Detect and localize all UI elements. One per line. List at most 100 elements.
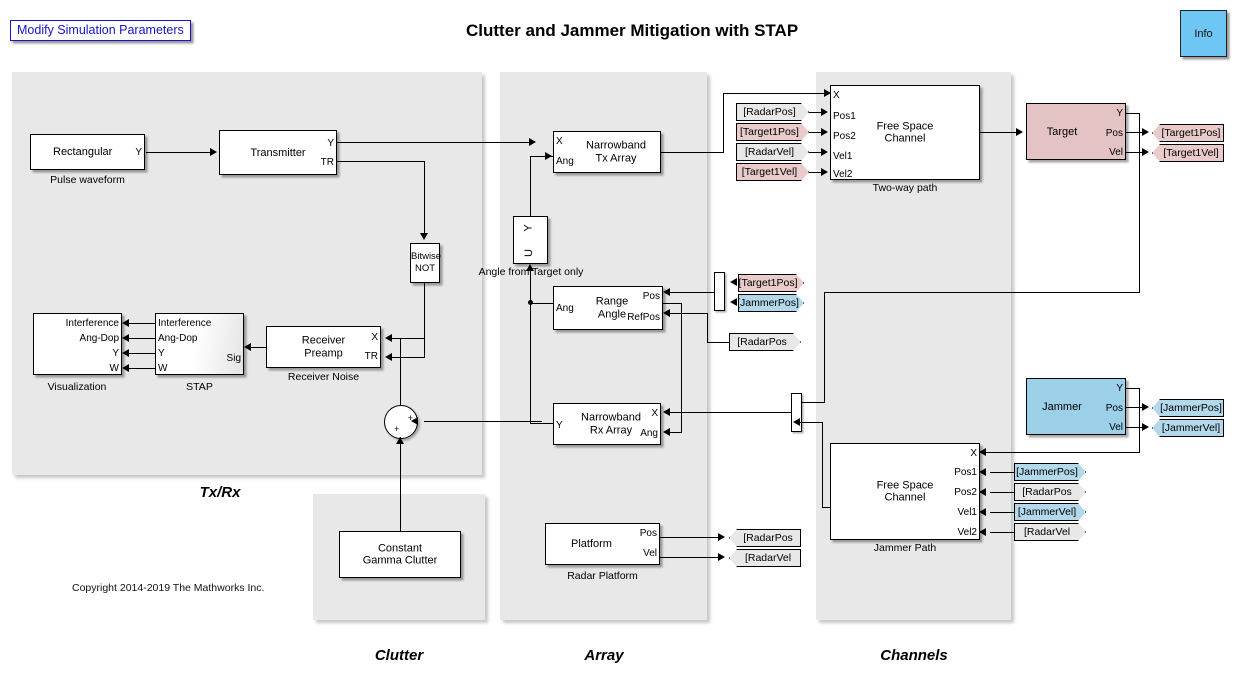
port-label-pos: Pos (1105, 128, 1123, 139)
block-target[interactable]: Target Y Pos Vel (1026, 103, 1126, 160)
wire (990, 532, 1015, 533)
wire (337, 161, 424, 162)
arrow (730, 278, 737, 286)
port-label-y: Y (135, 147, 142, 158)
block-range-angle[interactable]: Range Angle Ang Pos RefPos (553, 286, 663, 330)
arrow (529, 138, 536, 146)
wire-junction-dot (528, 300, 533, 305)
wire (129, 323, 156, 324)
block-label: Narrowband Rx Array (581, 411, 641, 437)
port-label-vel1: Vel1 (957, 507, 977, 518)
arrow (1142, 128, 1149, 136)
caption-radar-platform: Radar Platform (567, 570, 638, 582)
from-tag-radarpos-twoway[interactable]: [RadarPos] (736, 103, 809, 121)
block-pulse-waveform[interactable]: Rectangular Y (30, 134, 145, 170)
port-label-vel: Vel (1109, 147, 1123, 158)
port-label-y: Y (1116, 108, 1123, 119)
wire (723, 93, 825, 94)
arrow (663, 288, 670, 296)
block-visualization[interactable]: Interference Ang-Dop Y W (33, 313, 122, 375)
port-label-pos: Pos (642, 291, 660, 302)
goto-tag-radarvel[interactable]: [RadarVel (729, 549, 801, 567)
block-radar-platform[interactable]: Platform Pos Vel (545, 523, 660, 565)
from-tag-jammervel-path[interactable]: [JammerVel] (1014, 503, 1086, 521)
wire (670, 412, 798, 413)
selector-bottom-glyph: U (522, 249, 535, 257)
block-two-way-channel[interactable]: Free Space Channel X Pos1 Pos2 Vel1 Vel2 (830, 85, 980, 180)
from-tag-jammerpos[interactable]: [JammerPos] (738, 294, 804, 312)
arrow (821, 148, 828, 156)
arrow (663, 309, 670, 317)
sum-sign-plus-bottom: + (394, 424, 400, 434)
wire (809, 112, 822, 113)
modify-simulation-parameters-button[interactable]: Modify Simulation Parameters (10, 20, 191, 41)
from-tag-radarvel-path[interactable]: [RadarVel (1014, 523, 1086, 541)
wire (980, 132, 1018, 133)
arrow (411, 417, 418, 425)
wire (1126, 113, 1140, 114)
block-angle-selector[interactable]: Y U (513, 216, 548, 264)
wire (809, 132, 822, 133)
block-jammer[interactable]: Jammer Y Pos Vel (1026, 378, 1126, 435)
goto-tag-jammerpos[interactable]: [JammerPos] (1152, 399, 1224, 417)
port-label-y: Y (556, 420, 563, 431)
info-button[interactable]: Info (1180, 10, 1227, 57)
block-jammer-path-channel[interactable]: Free Space Channel X Pos1 Pos2 Vel1 Vel2 (830, 443, 980, 540)
block-stap[interactable]: Interference Ang-Dop Y W Sig (155, 313, 244, 375)
wire (707, 313, 708, 342)
from-tag-target1pos-twoway[interactable]: [Target1Pos] (736, 123, 809, 141)
port-label-ang: Ang (556, 303, 574, 314)
arrow (821, 108, 828, 116)
copyright-text: Copyright 2014-2019 The Mathworks Inc. (72, 582, 265, 594)
wire (800, 422, 823, 423)
wire (400, 437, 401, 534)
port-label-interference: Interference (65, 318, 119, 329)
port-label-vel: Vel (643, 548, 657, 559)
wire (824, 292, 825, 402)
caption-jammer-path: Jammer Path (873, 542, 937, 554)
goto-tag-target1pos[interactable]: [Target1Pos] (1152, 124, 1224, 142)
mux-bar-rx-signal[interactable] (791, 393, 802, 432)
arrow (979, 448, 986, 456)
arrow (122, 349, 129, 357)
goto-tag-radarpos[interactable]: [RadarPos (729, 529, 801, 547)
block-bitwise-not[interactable]: Bitwise NOT (410, 243, 441, 283)
block-narrowband-tx-array[interactable]: Narrowband Tx Array X Ang (553, 131, 661, 173)
block-receiver-preamp[interactable]: Receiver Preamp X TR (266, 326, 381, 368)
mux-bar-range-angle[interactable] (714, 272, 725, 311)
arrow (979, 488, 986, 496)
block-narrowband-rx-array[interactable]: Narrowband Rx Array Y X Ang (553, 403, 661, 445)
from-tag-target1vel-twoway[interactable]: [Target1Vel] (736, 163, 809, 181)
from-tag-radarpos-refpos[interactable]: [RadarPos (729, 333, 801, 351)
port-label-pos2: Pos2 (954, 487, 977, 498)
port-label-pos: Pos (639, 528, 657, 539)
group-label-channels: Channels (880, 647, 948, 664)
port-label-sig: Sig (226, 353, 241, 364)
goto-tag-jammervel[interactable]: [JammerVel] (1152, 419, 1224, 437)
block-transmitter[interactable]: Transmitter Y TR (219, 130, 337, 175)
wire (723, 93, 724, 153)
wire (670, 313, 708, 314)
port-label-ang-dop: Ang-Dop (79, 333, 119, 344)
group-label-array: Array (584, 647, 624, 664)
wire (663, 303, 682, 304)
selector-top-glyph: Y (522, 224, 535, 232)
arrow (730, 298, 737, 306)
from-tag-target1pos[interactable]: [Target1Pos] (738, 274, 804, 292)
from-tag-radarpos-path[interactable]: [RadarPos (1014, 483, 1086, 501)
wire (400, 338, 401, 405)
from-tag-radarvel-twoway[interactable]: [RadarVel] (736, 143, 809, 161)
from-tag-jammerpos-path[interactable]: [JammerPos] (1014, 463, 1086, 481)
wire (251, 347, 267, 348)
arrow (545, 152, 552, 160)
port-label-x: X (371, 332, 378, 343)
arrow (1016, 128, 1023, 136)
goto-tag-target1vel[interactable]: [Target1Vel] (1152, 144, 1224, 162)
caption-pulse-waveform: Pulse waveform (50, 174, 125, 186)
wire (337, 142, 530, 143)
block-constant-gamma-clutter[interactable]: Constant Gamma Clutter (339, 531, 461, 578)
wire (146, 152, 211, 153)
wire (129, 368, 156, 369)
wire (129, 353, 156, 354)
